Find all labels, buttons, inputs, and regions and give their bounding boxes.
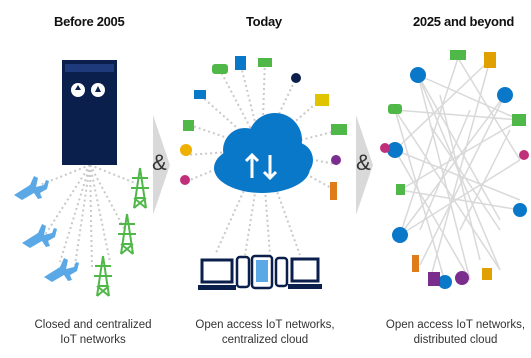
connector-ampersand-2: &	[356, 150, 371, 175]
transition-arrow-2	[356, 115, 373, 215]
transmission-tower-icon	[94, 255, 112, 297]
mini-cloud-icon	[392, 227, 408, 243]
caption-2025: Open access IoT networks, distributed cl…	[380, 318, 531, 348]
pill-icon	[331, 155, 341, 165]
tower-icons	[94, 167, 149, 297]
pill-icon	[180, 175, 190, 185]
smartphone-icon	[274, 256, 289, 288]
dotted-links	[39, 164, 141, 271]
mini-cloud-icon	[438, 275, 452, 289]
mini-cloud-icon	[387, 142, 403, 158]
lock-icon	[455, 271, 469, 285]
car-icon	[212, 64, 228, 74]
suitcase-icon	[235, 56, 246, 70]
panel-today	[180, 56, 347, 290]
lightbulb-icon	[180, 144, 192, 156]
truck-icon	[450, 50, 466, 60]
mini-cloud-icon	[513, 203, 527, 217]
airplane-icon	[14, 176, 49, 200]
cloud-icon	[214, 113, 313, 193]
forklift-icon	[315, 94, 329, 106]
panel-2025	[380, 50, 529, 289]
airplane-icons	[14, 176, 79, 282]
airplane-icon	[44, 258, 79, 282]
panel-title-today: Today	[246, 14, 282, 29]
tag-icon	[482, 268, 492, 280]
coat-icon	[484, 52, 496, 68]
caption-line: Closed and centralized	[34, 319, 152, 331]
panel-title-2025: 2025 and beyond	[413, 14, 514, 29]
transmission-tower-icon	[118, 213, 136, 255]
caption-line: Open access IoT networks,	[385, 319, 526, 331]
camera-icon	[258, 58, 272, 67]
transmission-tower-icon	[131, 167, 149, 209]
monitor-icon	[198, 258, 236, 290]
caption-line: centralized cloud	[221, 334, 309, 346]
bag-icon	[428, 272, 440, 286]
bottle-icon	[330, 182, 337, 200]
monitor-icon	[512, 114, 526, 126]
caption-line: distributed cloud	[413, 334, 498, 346]
caption-line: Open access IoT networks,	[195, 319, 335, 331]
panel-before-2005	[14, 60, 149, 297]
connector-ampersand-1: &	[152, 150, 167, 175]
server-icon	[62, 60, 117, 165]
signal-icon	[291, 73, 301, 83]
pill-icon	[380, 143, 390, 153]
smartphone-icon	[235, 255, 251, 289]
caption-today: Open access IoT networks, centralized cl…	[185, 318, 345, 348]
tablet-icon	[250, 254, 274, 290]
caption-line: IoT networks	[60, 334, 126, 346]
monitor-icon	[331, 124, 347, 135]
airplane-icon	[22, 224, 57, 248]
mini-cloud-icon	[410, 67, 426, 83]
device-icons	[180, 56, 347, 200]
caption-before-2005: Closed and centralized IoT networks	[18, 318, 168, 348]
panel-title-before-2005: Before 2005	[54, 14, 125, 29]
cart-icon	[194, 90, 206, 99]
cup-icon	[183, 120, 194, 131]
pill-icon	[519, 150, 529, 160]
cup-icon	[396, 184, 405, 195]
laptop-icon	[288, 257, 322, 289]
transition-arrow-1	[153, 115, 170, 215]
devices-row	[198, 254, 322, 290]
bottle-icon	[412, 255, 419, 272]
mesh-links	[394, 57, 521, 283]
car-icon	[388, 104, 402, 114]
mini-cloud-icon	[497, 87, 513, 103]
node-icons	[380, 50, 529, 289]
